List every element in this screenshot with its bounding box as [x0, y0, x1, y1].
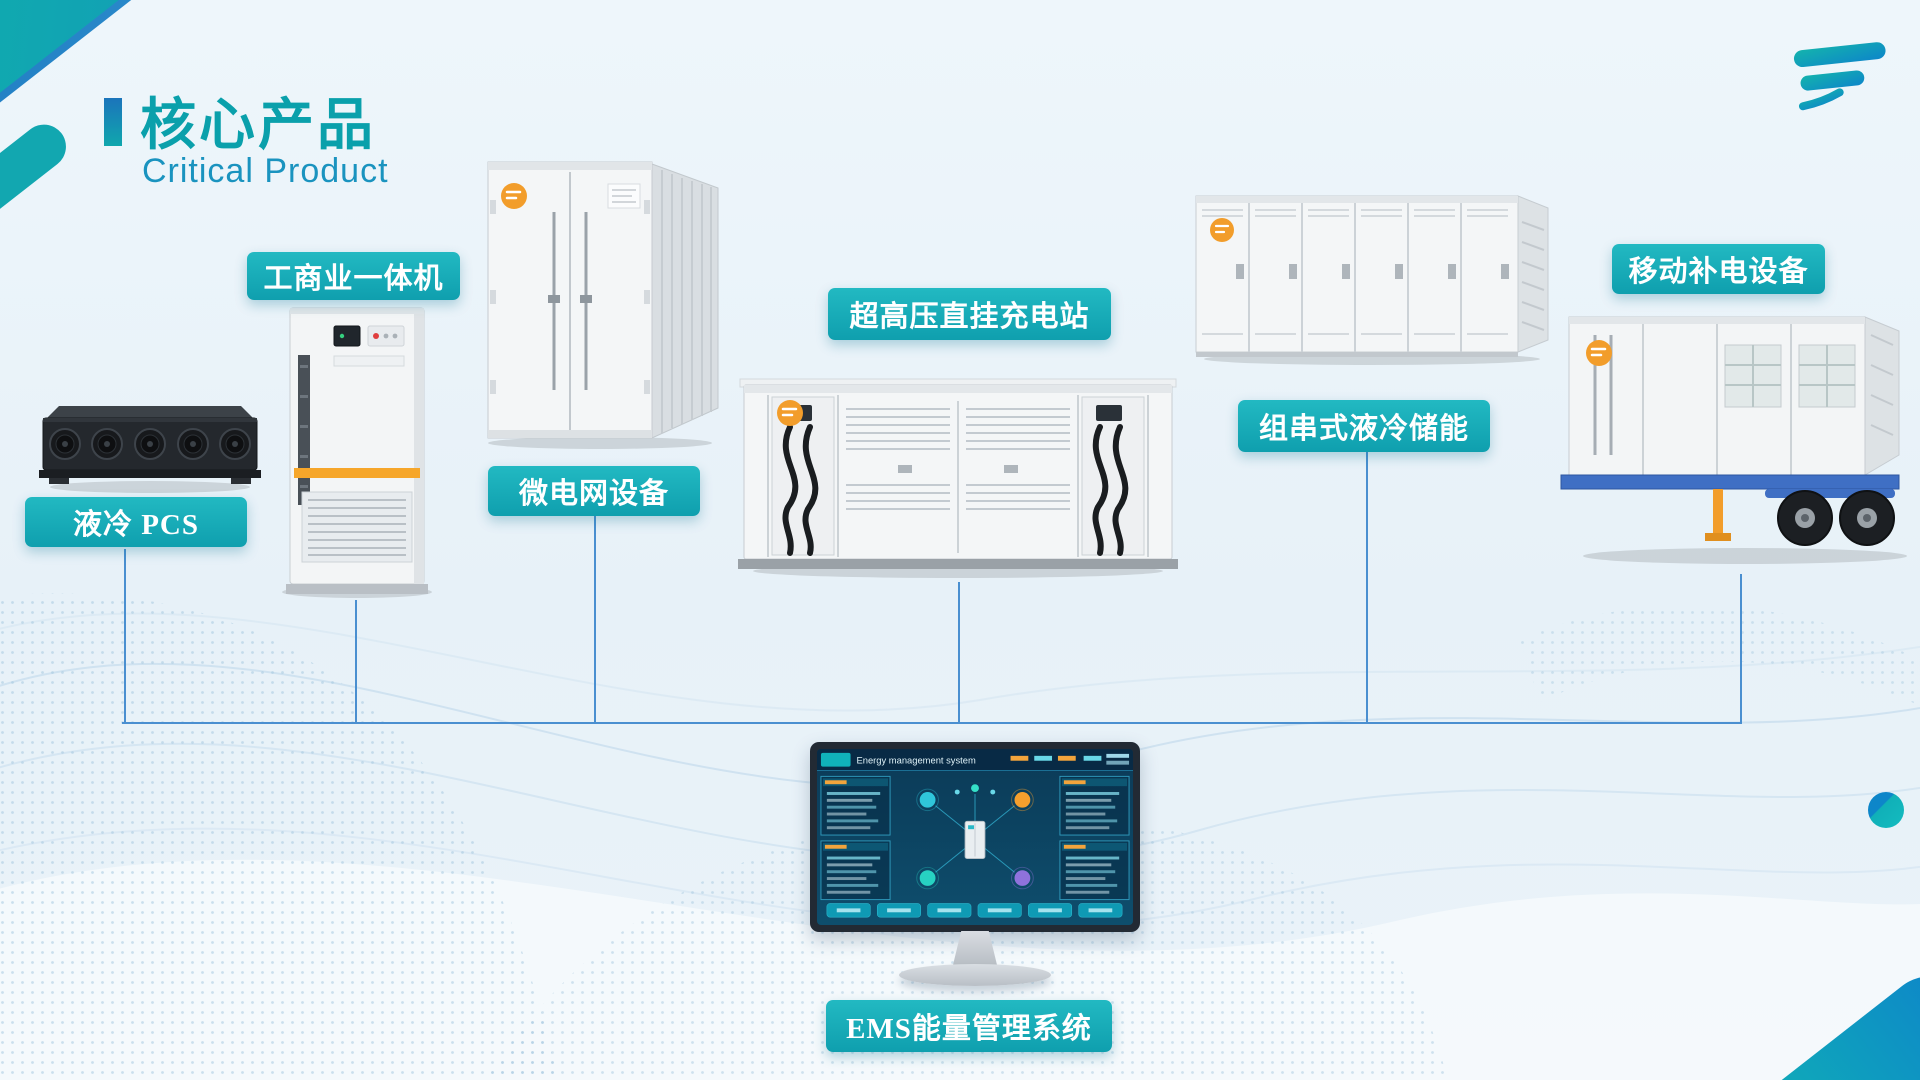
- ems-logo-chip: [820, 752, 851, 767]
- ems-screen: Energy management system: [817, 749, 1133, 925]
- indicator-light: [373, 333, 379, 339]
- ems-screen-title: Energy management system: [857, 756, 977, 766]
- support-leg: [1713, 489, 1723, 535]
- charging-cable: [802, 424, 819, 556]
- accent-circle: [1868, 792, 1904, 828]
- corner-decor-teal-small: [0, 115, 75, 225]
- product-image-all-in-one-cabinet: [282, 307, 432, 598]
- trailer-frame: [1560, 474, 1900, 490]
- brand-badge-icon: [1210, 218, 1234, 242]
- product-label-all-in-one: 工商业一体机: [247, 252, 460, 300]
- node-icon: [971, 784, 979, 793]
- product-image-mobile-charging-trailer: [1560, 316, 1907, 564]
- charging-cable: [1092, 424, 1109, 556]
- charging-cable: [782, 424, 799, 556]
- monitor-base: [899, 964, 1051, 986]
- brand-badge-icon: [777, 400, 803, 426]
- connector-line: [594, 516, 596, 722]
- product-label-charging-station: 超高压直挂充电站: [828, 288, 1111, 340]
- product-label-string-storage: 组串式液冷储能: [1238, 400, 1490, 452]
- fan-icon: [49, 428, 251, 460]
- product-image-microgrid-container: [487, 161, 719, 449]
- connector-line: [958, 582, 960, 722]
- product-image-string-storage: [1195, 195, 1549, 365]
- control-display: [333, 325, 361, 347]
- connector-line: [1366, 452, 1368, 722]
- charging-cable: [1112, 424, 1129, 556]
- product-label-liquid-cooled-pcs: 液冷 PCS: [25, 497, 247, 547]
- monitor-bezel: Energy management system: [810, 742, 1140, 932]
- brand-badge-icon: [1586, 340, 1612, 366]
- connector-line: [124, 549, 126, 722]
- product-image-liquid-cooled-pcs: [39, 406, 261, 493]
- storage-node-icon: [919, 870, 936, 886]
- page-title: 核心产品: [140, 93, 376, 156]
- brand-badge-icon: [501, 183, 527, 209]
- pv-node-icon: [919, 792, 936, 808]
- product-label-mobile-charging: 移动补电设备: [1612, 244, 1825, 294]
- wheel-icon: [1839, 490, 1895, 546]
- connector-line: [122, 722, 1742, 724]
- charging-dispenser: [1081, 396, 1145, 556]
- product-image-charging-station: [738, 378, 1178, 578]
- load-node-icon: [1014, 870, 1031, 886]
- product-label-microgrid: 微电网设备: [488, 466, 700, 516]
- corner-decor-bottom-right: [1724, 958, 1920, 1080]
- connector-line: [1740, 574, 1742, 722]
- brand-logo-icon: [1793, 42, 1886, 111]
- product-label-ems: EMS能量管理系统: [826, 1000, 1112, 1052]
- wheel-icon: [1777, 490, 1833, 546]
- grid-node-icon: [1014, 792, 1031, 808]
- page-subtitle: Critical Product: [142, 152, 389, 190]
- connector-line: [355, 600, 357, 722]
- ems-monitor: Energy management system: [810, 742, 1140, 1000]
- title-accent-bar: [104, 98, 122, 146]
